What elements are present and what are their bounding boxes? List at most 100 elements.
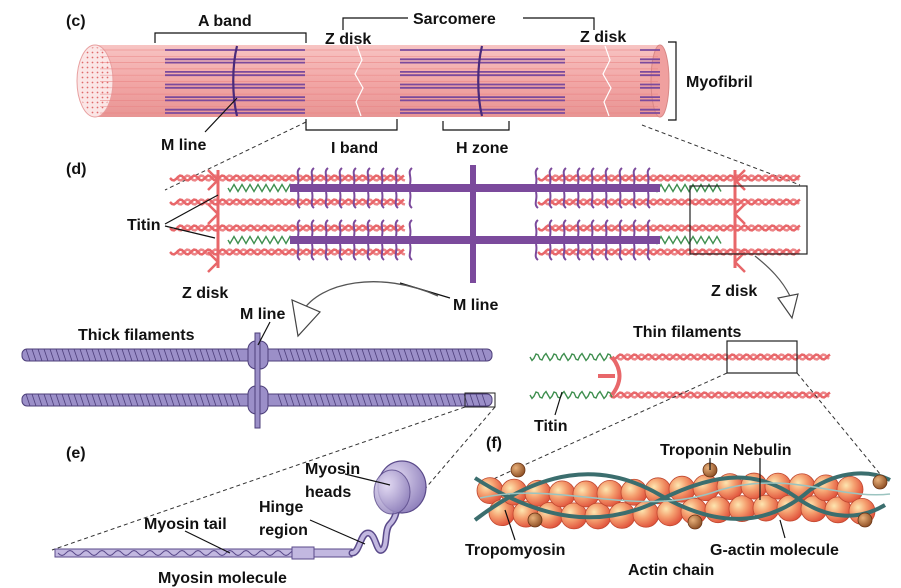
troponin-nebulin-label: Troponin Nebulin bbox=[660, 442, 792, 459]
rod-texture bbox=[355, 393, 361, 407]
zoom-line-f-right bbox=[796, 372, 886, 481]
myosin-head-down bbox=[604, 191, 609, 209]
myosin-head-up bbox=[534, 219, 539, 237]
rod-texture bbox=[469, 393, 475, 407]
rod-texture bbox=[289, 348, 295, 362]
rod-texture bbox=[85, 393, 91, 407]
troponin-knob bbox=[872, 474, 888, 490]
myosin-head-2 bbox=[373, 469, 411, 515]
rod-texture bbox=[451, 348, 457, 362]
rod-texture bbox=[337, 393, 343, 407]
myosin-head-down bbox=[632, 243, 637, 261]
a-band-label: A band bbox=[198, 13, 252, 30]
myosin-head-down bbox=[380, 243, 385, 261]
rod-texture bbox=[181, 348, 187, 362]
thin-helix-strand-a bbox=[609, 353, 831, 361]
myosin-head-down bbox=[576, 191, 581, 209]
myosin-head-up bbox=[590, 219, 595, 237]
titin-leader-d-1 bbox=[164, 194, 219, 225]
z-disk-zigzag bbox=[733, 203, 746, 225]
rod-texture bbox=[139, 348, 145, 362]
myosin-head-down bbox=[324, 191, 329, 209]
rod-texture bbox=[397, 393, 403, 407]
rod-texture bbox=[31, 348, 37, 362]
myosin-head-up bbox=[646, 219, 651, 237]
myosin-head-up bbox=[632, 167, 637, 185]
rod-texture bbox=[25, 393, 31, 407]
curve-arrow-left-stem bbox=[301, 281, 439, 313]
myosin-head-down bbox=[324, 243, 329, 261]
myosin-head-up bbox=[352, 219, 357, 237]
rod-texture bbox=[457, 393, 463, 407]
panel-label-c: (c) bbox=[66, 13, 86, 30]
myosin-head-up bbox=[646, 167, 651, 185]
thick-filaments-label: Thick filaments bbox=[78, 327, 195, 344]
m-line-label-thick: M line bbox=[240, 306, 285, 323]
titin-spring-left bbox=[227, 235, 293, 245]
m-line-label-d: M line bbox=[453, 297, 498, 314]
rod-texture bbox=[325, 393, 331, 407]
myosin-head-up bbox=[534, 167, 539, 185]
rod-texture bbox=[103, 348, 109, 362]
myosin-tail-coil bbox=[57, 549, 293, 557]
rod-texture bbox=[445, 393, 451, 407]
rod-texture bbox=[151, 393, 157, 407]
myosin-head-down bbox=[366, 243, 371, 261]
rod-texture bbox=[475, 393, 481, 407]
titin-leader-d-2 bbox=[164, 225, 216, 239]
thin-helix-strand-a bbox=[609, 391, 831, 399]
rod-texture bbox=[115, 393, 121, 407]
rod-texture bbox=[451, 393, 457, 407]
rod-texture bbox=[37, 348, 43, 362]
rod-texture bbox=[283, 348, 289, 362]
myofibril-label: Myofibril bbox=[686, 74, 753, 91]
thick-filaments-group: Thick filaments M line bbox=[21, 306, 496, 429]
thin-filament-strands bbox=[529, 352, 831, 400]
myosin-head-down bbox=[590, 243, 595, 261]
thin-filament-right-strand-a bbox=[537, 224, 801, 232]
rod-texture bbox=[277, 393, 283, 407]
rod-texture bbox=[67, 393, 73, 407]
z-disk-label-c-left: Z disk bbox=[325, 31, 371, 48]
troponin-knob bbox=[510, 462, 526, 478]
thin-filaments-label: Thin filaments bbox=[633, 324, 742, 341]
rod-texture bbox=[301, 348, 307, 362]
myosin-head-down bbox=[604, 243, 609, 261]
rod-texture bbox=[55, 348, 61, 362]
myosin-head-down bbox=[380, 191, 385, 209]
myosin-head-down bbox=[548, 243, 553, 261]
i-band-label: I band bbox=[331, 140, 378, 157]
myosin-head-up bbox=[338, 167, 343, 185]
rod-texture bbox=[415, 393, 421, 407]
rod-texture bbox=[127, 393, 133, 407]
titin-spring-thin bbox=[529, 390, 613, 400]
rod-texture bbox=[211, 393, 217, 407]
rod-texture bbox=[343, 393, 349, 407]
rod-texture bbox=[229, 348, 235, 362]
sarcomere-label: Sarcomere bbox=[413, 11, 496, 28]
rod-texture bbox=[433, 348, 439, 362]
rod-texture bbox=[427, 348, 433, 362]
rod-texture bbox=[199, 393, 205, 407]
rod-texture bbox=[379, 348, 385, 362]
rod-texture bbox=[151, 348, 157, 362]
myosin-head-down bbox=[408, 243, 413, 261]
curve-arrow-right-stem bbox=[754, 255, 791, 297]
z-disk-mark-2 bbox=[602, 45, 612, 117]
rod-texture bbox=[403, 393, 409, 407]
rod-texture bbox=[415, 348, 421, 362]
myofibril-filament-lines bbox=[100, 49, 660, 114]
rod-texture bbox=[307, 348, 313, 362]
h-zone-label: H zone bbox=[456, 140, 509, 157]
tropomyosin-strand-1 bbox=[473, 475, 887, 520]
rod-texture bbox=[61, 393, 67, 407]
rod-texture bbox=[349, 393, 355, 407]
rod-texture bbox=[349, 348, 355, 362]
rod-texture bbox=[169, 393, 175, 407]
zoom-line-c-left bbox=[164, 121, 307, 191]
myosin-head-down bbox=[562, 243, 567, 261]
z-disk-zigzag bbox=[207, 251, 220, 273]
panel-f-actin: (f) Troponin Nebulin Tropomyosin G-actin… bbox=[465, 435, 891, 579]
rod-texture bbox=[181, 393, 187, 407]
rod-texture bbox=[37, 393, 43, 407]
